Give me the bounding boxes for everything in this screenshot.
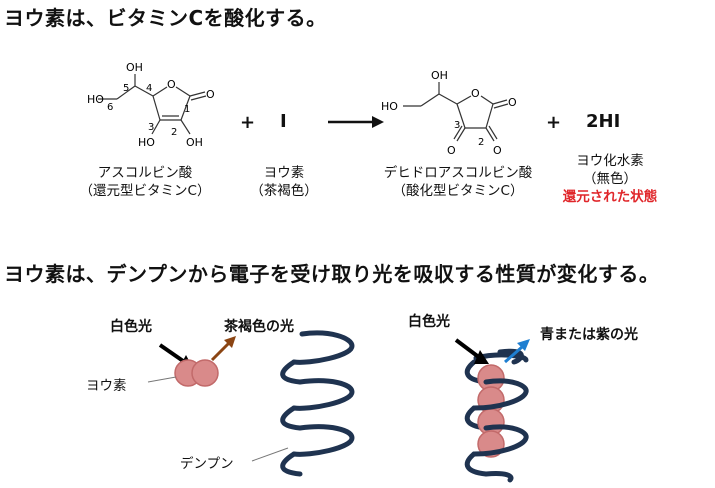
brown-light-arrowhead [224,336,236,348]
dehydro-form: （酸化型ビタミンC） [392,183,524,199]
plus-sign-2: + [546,112,562,133]
dehydro-name: デヒドロアスコルビン酸 [383,165,533,181]
blue-light-arrow [504,345,523,364]
ascorbic-acid-form: （還元型ビタミンC） [79,183,211,199]
atom-o-c2: O [493,144,502,157]
atom-o-c3: O [447,144,456,157]
num-5: 5 [123,83,129,94]
hi-name: ヨウ化水素 [576,153,644,169]
iodine-atom-2 [191,359,219,387]
num-3: 3 [148,122,154,133]
iodine-atom-label: ヨウ素 [86,378,127,394]
num-6: 6 [107,102,113,113]
ascorbic-acid-name: アスコルビン酸 [97,165,193,181]
num-1: 1 [184,104,190,115]
atom-o-ring: O [471,87,480,100]
num-4: 4 [146,83,152,94]
atom-o-carbonyl: O [508,96,517,109]
blue-light-label: 青または紫の光 [540,327,638,343]
plus-sign-1: + [240,112,256,133]
hi-color: （無色） [583,171,637,187]
atom-ho-c3: HO [138,136,155,149]
hi-symbol: 2HI [586,111,621,132]
reduced-state-note: 還元された状態 [562,189,658,205]
starch-helix-left [280,330,355,477]
brown-light-arrow [210,341,231,362]
starch-label: デンプン [180,456,234,472]
num-3: 3 [454,120,460,131]
num-2: 2 [478,137,484,148]
iodine-label: ヨウ素 （茶褐色） [244,164,324,200]
ascorbic-acid-structure: OH HO O O OH HO 1 2 3 4 5 6 [87,61,215,149]
white-light-label-right: 白色光 [408,314,450,330]
white-light-arrow-right [454,338,482,360]
heading-vitamin-c: ヨウ素は、ビタミンCを酸化する。 [4,6,327,30]
white-light-arrowhead-right [474,350,489,364]
iodine-pointer-line [147,376,177,383]
brown-light-label: 茶褐色の光 [224,319,294,335]
iodine-symbol: I [280,111,287,132]
dehydro-label: デヒドロアスコルビン酸 （酸化型ビタミンC） [378,164,538,200]
atom-oh-c2: OH [186,136,203,149]
atom-ho: HO [381,100,398,113]
num-2: 2 [171,127,177,138]
iodine-color: （茶褐色） [250,183,318,199]
iodine-name: ヨウ素 [263,165,305,181]
ascorbic-acid-label: アスコルビン酸 （還元型ビタミンC） [70,164,220,200]
reaction-arrow-icon [328,116,384,128]
white-light-arrow-left [158,343,188,365]
white-light-label-left: 白色光 [110,319,152,335]
hi-label: ヨウ化水素 （無色） 還元された状態 [560,152,660,206]
atom-o-carbonyl: O [206,88,215,101]
atom-oh-top: OH [431,69,448,82]
atom-o-ring: O [167,78,176,91]
starch-iodine-diagram [147,330,530,483]
blue-light-arrowhead [517,339,530,351]
atom-ho: HO [87,93,104,106]
atom-oh-top: OH [126,61,143,74]
starch-pointer-line [251,447,289,462]
dehydroascorbic-acid-structure: OH HO O O O O 3 2 [381,69,517,157]
heading-starch: ヨウ素は、デンプンから電子を受け取り光を吸収する性質が変化する。 [4,262,660,286]
